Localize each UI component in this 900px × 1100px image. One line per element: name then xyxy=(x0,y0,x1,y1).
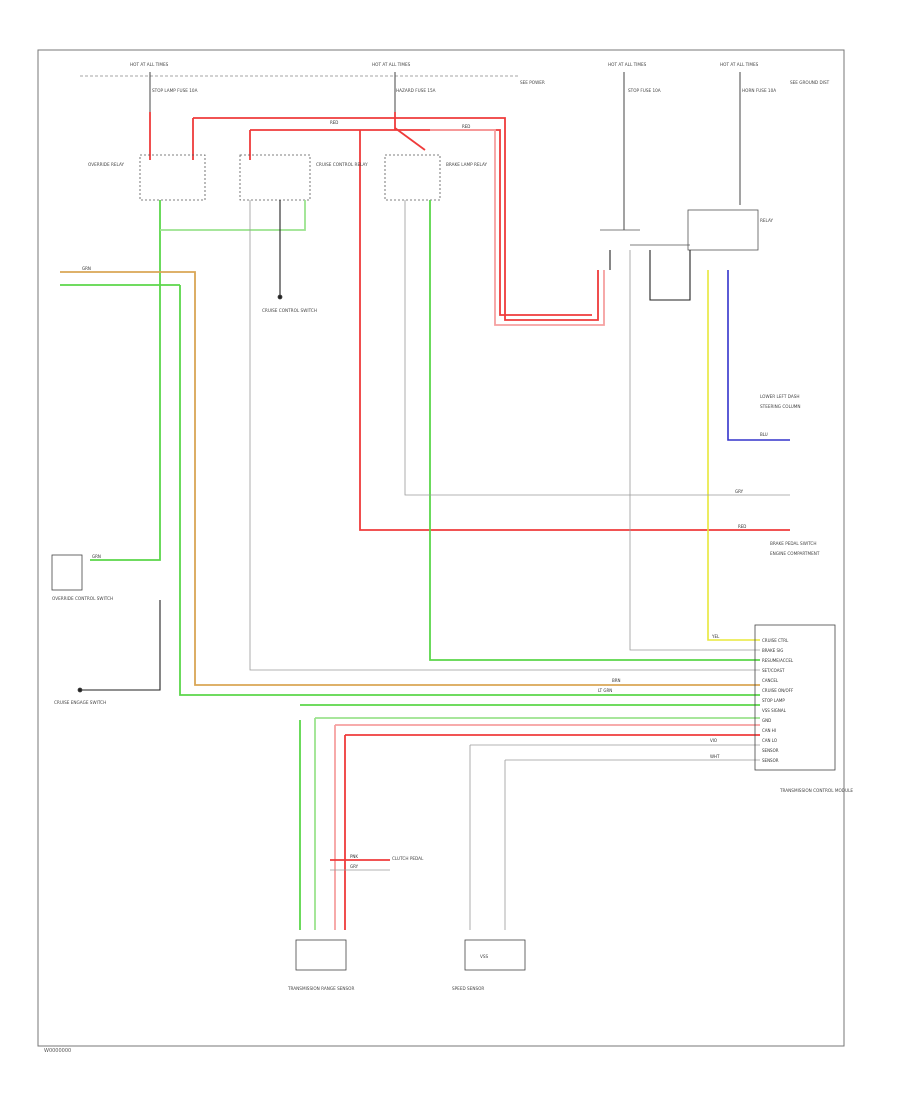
wire-code-12: PNK xyxy=(350,854,358,859)
ecm-pin-12: SENSOR xyxy=(762,748,779,753)
red-wires xyxy=(149,112,790,531)
ecm-pin-7: STOP LAMP xyxy=(762,698,785,703)
wire-code-5: BLU xyxy=(760,432,768,437)
wire-code-9: BRN xyxy=(612,678,621,683)
relay-label-2: CRUISE CONTROL RELAY xyxy=(316,162,368,167)
component-labels: CRUISE CONTROL SWITCH OVERRIDE CONTROL S… xyxy=(52,308,853,991)
relay-label-4: RELAY xyxy=(760,218,774,223)
top-label-4: HOT AT ALL TIMES xyxy=(608,62,647,67)
wire-code-6: GRY xyxy=(735,489,744,494)
ecm-pin-4: SET/COAST xyxy=(762,668,785,673)
comp-label-11: TRANSMISSION CONTROL MODULE xyxy=(779,788,853,793)
wire-code-1: RED xyxy=(330,120,338,125)
green-wires xyxy=(60,200,760,930)
fuse-feeds xyxy=(149,72,741,230)
comp-label-5: STEERING COLUMN xyxy=(760,404,801,409)
comp-label-9: VSS xyxy=(480,954,489,959)
fuse-label-4: HORN FUSE 10A xyxy=(742,88,776,93)
orange-wire xyxy=(60,271,760,686)
top-labels: HOT AT ALL TIMES HOT AT ALL TIMES SEE PO… xyxy=(130,62,830,93)
wire-code-7: RED xyxy=(738,524,746,529)
ecm-pin-1: CRUISE CTRL xyxy=(762,638,789,643)
ecm-pin-13: SENSOR xyxy=(762,758,779,763)
relay-label-1: OVERRIDE RELAY xyxy=(88,162,125,167)
diagram-frame xyxy=(37,49,845,1047)
pink-wires xyxy=(330,724,760,930)
wire-code-8: LT GRN xyxy=(598,688,612,693)
wire-code-14: GRN xyxy=(92,554,101,559)
wire-code-3: GRN xyxy=(82,266,91,271)
comp-label-4: LOWER LEFT DASH xyxy=(760,394,800,399)
gray-wires xyxy=(249,200,790,930)
ecm-pin-8: VSS SIGNAL xyxy=(762,708,787,713)
top-label-3: SEE POWER xyxy=(520,80,545,85)
comp-label-7: ENGINE COMPARTMENT xyxy=(770,551,820,556)
ecm-pin-3: RESUME/ACCEL xyxy=(762,658,794,663)
fuse-label-2: HAZARD FUSE 15A xyxy=(396,88,436,93)
fuse-label-1: STOP LAMP FUSE 10A xyxy=(152,88,198,93)
components xyxy=(51,294,836,971)
wire-code-13: GRY xyxy=(350,864,359,869)
top-label-1: HOT AT ALL TIMES xyxy=(130,62,169,67)
top-label-2: HOT AT ALL TIMES xyxy=(372,62,411,67)
comp-label-6: BRAKE PEDAL SWITCH xyxy=(770,541,816,546)
fuse-label-3: STOP FUSE 10A xyxy=(628,88,661,93)
ecm-pin-6: CRUISE ON/OFF xyxy=(762,688,794,693)
comp-label-10: TRANSMISSION RANGE SENSOR xyxy=(287,986,354,991)
wire-code-11: VIO xyxy=(710,738,717,743)
wire-code-4: YEL xyxy=(711,634,720,639)
comp-label-2: OVERRIDE CONTROL SWITCH xyxy=(52,596,113,601)
comp-label-8: CLUTCH PEDAL xyxy=(392,856,424,861)
relay-labels: OVERRIDE RELAY CRUISE CONTROL RELAY BRAK… xyxy=(88,162,774,223)
wire-code-2: RED xyxy=(462,124,470,129)
comp-label-12: SPEED SENSOR xyxy=(452,986,484,991)
ecm-pin-9: GND xyxy=(762,718,771,723)
footer-code: W0000000 xyxy=(44,1048,71,1054)
wire-codes: RED RED GRN YEL BLU GRY RED LT GRN BRN W… xyxy=(82,120,768,869)
top-label-5: HOT AT ALL TIMES xyxy=(720,62,759,67)
ecm-pins: CRUISE CTRL BRAKE SIG RESUME/ACCEL SET/C… xyxy=(762,638,794,763)
top-label-6: SEE GROUND DIST xyxy=(790,80,830,85)
comp-label-1: CRUISE CONTROL SWITCH xyxy=(262,308,317,313)
relays xyxy=(139,154,759,251)
black-wires xyxy=(80,200,691,691)
ecm-pin-10: CAN HI xyxy=(762,728,776,733)
wire-code-10: WHT xyxy=(710,754,720,759)
relay-label-3: BRAKE LAMP RELAY xyxy=(446,162,487,167)
ecm-pin-5: CANCEL xyxy=(762,678,779,683)
ecm-pin-11: CAN LO xyxy=(762,738,777,743)
comp-label-3: CRUISE ENGAGE SWITCH xyxy=(54,700,106,705)
ecm-pin-2: BRAKE SIG xyxy=(762,648,783,653)
yellow-blue-wires xyxy=(707,270,790,641)
